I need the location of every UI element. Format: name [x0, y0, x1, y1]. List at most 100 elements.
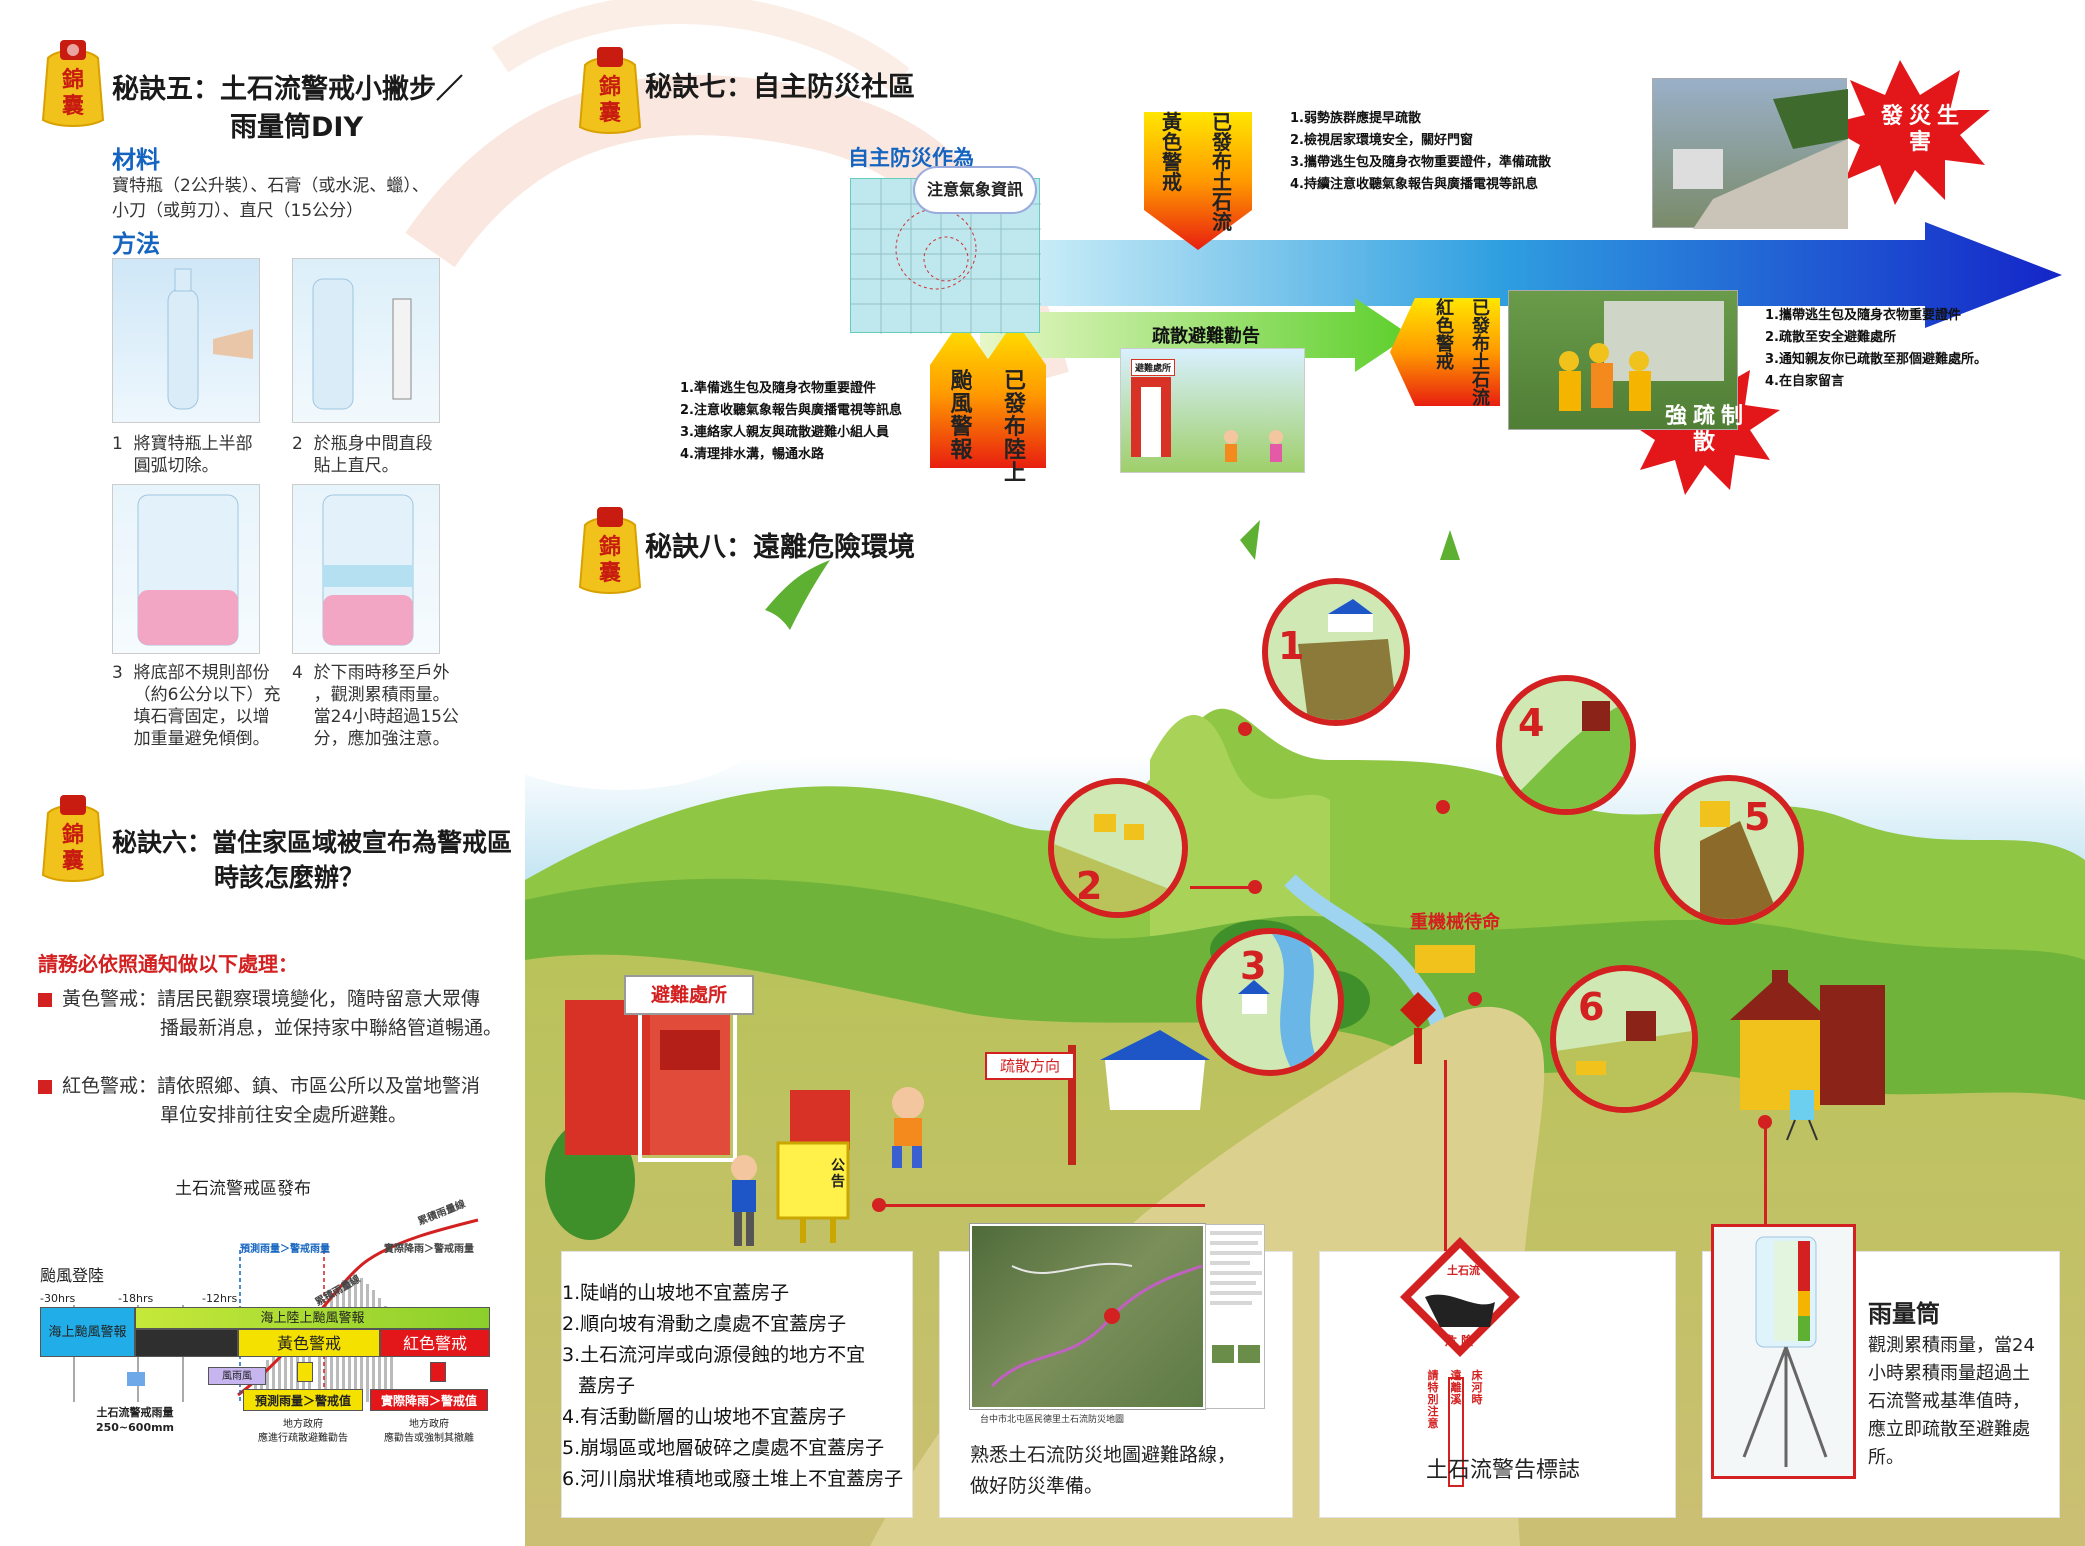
tw2-char: 颱 [950, 369, 973, 394]
rb-char: 紅 [1436, 298, 1454, 319]
hazard-1-pointer [1238, 722, 1252, 736]
step4-number: 4 [292, 663, 303, 683]
badge-icon-7: 錦 囊 [575, 45, 645, 137]
gov-evac-advice-note: 地方政府 應進行疏散避難勸告 [243, 1418, 363, 1446]
yellow-alert-line2: 播最新消息，並保持家中聯絡管道暢通。 [160, 1017, 503, 1039]
rain-gauge-desc: 觀測累積雨量，當24 小時累積雨量超過土 石流警戒基準值時， 應立即疏散至避難處… [1868, 1332, 2035, 1472]
step4-line3: 當24小時超過15公 [313, 707, 459, 727]
step3-line1: 將底部不規則部份 [133, 663, 270, 683]
gauge-pointer [1758, 1115, 1772, 1129]
badge-icon-6: 錦 囊 [38, 793, 108, 885]
rb-char: 警 [1436, 334, 1454, 355]
ra-char: 流 [1472, 388, 1490, 409]
gov1-line2: 應進行疏散避難勸告 [258, 1433, 348, 1444]
evac-advice-label: 疏散避難勸告 [1152, 326, 1260, 347]
forced-char: 制 [1721, 404, 1744, 429]
badge-icon-8: 錦 囊 [575, 505, 645, 597]
sec6-notice: 請務必依照通知做以下處理： [38, 952, 298, 976]
step4-line2: ，觀測累積雨量。 [313, 685, 450, 705]
ra-char: 石 [1472, 370, 1490, 391]
forecast-threshold-box: 預測雨量＞警戒值 [243, 1389, 363, 1411]
rain-threshold-line2: 250~600mm [95, 1421, 175, 1434]
sec5-materials-heading: 材料 [112, 146, 160, 174]
red-alert-bar: 紅色警戒 [380, 1329, 490, 1357]
tw2-char: 報 [950, 438, 973, 463]
ya-char: 已 [1212, 110, 1232, 134]
map-legend [1205, 1224, 1265, 1409]
map-caption-line2: 做好防災準備。 [970, 1475, 1104, 1497]
hazard-item: 6.河川扇狀堆積地或廢土堆上不宜蓋房子 [562, 1468, 904, 1490]
land-warning-bar: 海上陸上颱風警報 [135, 1307, 490, 1329]
badge-char-top: 錦 [61, 68, 84, 93]
sign-post-text: 請特別注意 遠離溪 床河時 [1420, 1370, 1492, 1510]
forced-evac-label: 強疏制散 [1664, 404, 1744, 456]
gauge-connector [1764, 1128, 1767, 1228]
checklist-b-item: 4.持續注意收聽氣象報告與廣播電視等訊息 [1290, 177, 1538, 192]
time-label-12: -12hrs [202, 1292, 238, 1305]
step1-line1: 將寶特瓶上半部 [133, 434, 253, 454]
red-alert-line2: 單位安排前往安全處所避難。 [160, 1104, 408, 1126]
connector-line [1190, 886, 1250, 889]
list-connector [885, 1204, 1205, 1207]
forced-char: 強 [1664, 404, 1687, 429]
gauge-line: 石流警戒基準值時， [1868, 1391, 2030, 1412]
sign-post-char: 別 [1427, 1393, 1439, 1406]
sign-post-char: 溪 [1450, 1393, 1462, 1406]
checklist-a-item: 1.準備逃生包及隨身衣物重要證件 [680, 381, 876, 396]
red-alert-shape [1390, 298, 1500, 406]
ya-char: 石 [1212, 190, 1232, 214]
disaster-photo [1652, 78, 1848, 229]
sec5-title-line1: 秘訣五：土石流警戒小撇步／ [112, 74, 463, 105]
hazard-2-pointer [1248, 880, 1262, 894]
yellow-alert-label-b: 黃色警戒 [1150, 112, 1194, 192]
sec6-title-line2: 時該怎麼辦？ [214, 863, 365, 892]
ra-char: 土 [1472, 352, 1490, 373]
checklist-c-item: 3.通知親友你已疏散至那個避難處所。 [1765, 352, 1987, 367]
gauge-line: 所。 [1868, 1447, 1904, 1468]
sign-post [1448, 1377, 1464, 1487]
hazard-item: 2.順向坡有滑動之虞處不宜蓋房子 [562, 1313, 847, 1335]
hazard-number-3: 3 [1240, 944, 1267, 988]
checklist-b-item: 2.檢視居家環境安全，關好門窗 [1290, 133, 1473, 148]
time-label-18: -18hrs [118, 1292, 154, 1305]
tw-char: 陸 [1003, 438, 1026, 463]
red-alert-line1: 請依照鄉、鎮、市區公所以及當地警消 [157, 1075, 481, 1097]
sea-arrow-icon [127, 1372, 145, 1386]
sign-top-text: 土石流 [1447, 1264, 1480, 1277]
typhoon-landfall-label: 颱風登陸 [40, 1266, 105, 1285]
hazard-circle-4: 4 [1496, 675, 1636, 815]
forced-char: 散 [1692, 430, 1715, 455]
hazard-item-cont: 蓋房子 [578, 1375, 636, 1397]
timeline-chart-title: 土石流警戒區發布 [175, 1179, 311, 1199]
sign-post-char: 床 [1471, 1369, 1483, 1382]
rain-gauge-photo [1711, 1224, 1856, 1479]
red-alert-label-b: 紅色警戒 [1428, 300, 1462, 372]
disaster-label: 發災生害 [1880, 104, 1960, 156]
ya-char: 布 [1212, 150, 1232, 174]
checklist-a-item: 4.清理排水溝，暢通水路 [680, 447, 824, 462]
badge-char-top: 錦 [598, 535, 621, 560]
rescue-photo [1508, 290, 1738, 430]
tw-char: 發 [1003, 392, 1026, 417]
red-alert-label: 紅色警戒： [62, 1075, 158, 1097]
machine-standby-label: 重機械待命 [1410, 912, 1500, 933]
warning-sign-caption: 土石流警告標誌 [1425, 1458, 1580, 1483]
checklist-c-item: 2.疏散至安全避難處所 [1765, 330, 1896, 345]
hazard-circle-2: 2 [1048, 778, 1188, 918]
hazard-item: 3.土石流河岸或向源侵蝕的地方不宜 [562, 1344, 866, 1366]
checklist-a-item: 2.注意收聽氣象報告與廣播電視等訊息 [680, 403, 902, 418]
self-action-heading: 自主防災作為 [848, 146, 974, 170]
step4-photo [292, 484, 440, 654]
sign-post-col1: 請特別注意 [1426, 1370, 1440, 1430]
yb-char: 戒 [1162, 170, 1182, 194]
actual-top-label: 實際降雨＞警戒雨量 [384, 1244, 474, 1255]
badge-char-bottom: 囊 [61, 849, 84, 874]
disaster-char: 害 [1908, 130, 1931, 155]
step3-line3: 填石膏固定，以增 [133, 707, 270, 727]
yellow-alert-bullet [38, 993, 52, 1007]
red-alert-bullet [38, 1080, 52, 1094]
disaster-map-card: 台中市北屯區民德里土石流防災地圖 熟悉土石流防災地圖避難路線， 做好防災準備。 [940, 1224, 1292, 1517]
sec8-title: 秘訣八：遠離危險環境 [645, 532, 915, 563]
yellow-alert-text: 黃色警戒：請居民觀察環境變化，隨時留意大眾傳 播最新消息，並保持家中聯絡管道暢通… [62, 985, 502, 1043]
step1-photo [112, 258, 260, 423]
